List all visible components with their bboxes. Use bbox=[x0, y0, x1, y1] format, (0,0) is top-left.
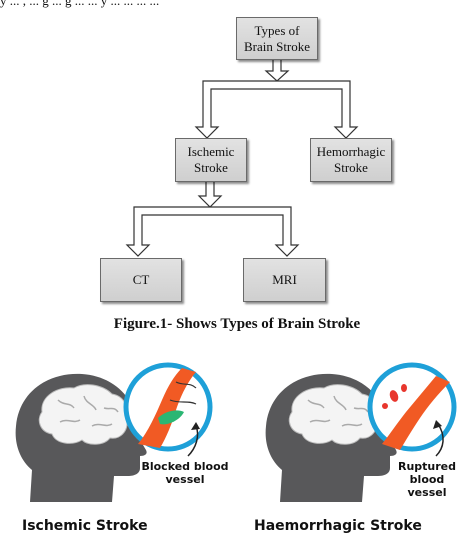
box-types-of-brain-stroke: Types of Brain Stroke bbox=[236, 17, 318, 60]
box-mri: MRI bbox=[243, 258, 326, 302]
blood-drops-icon bbox=[382, 384, 407, 409]
brain-icon bbox=[38, 384, 128, 445]
arrow-ischemic-down bbox=[197, 180, 223, 208]
clot-icon bbox=[158, 410, 184, 425]
header-fragment: y ... , ... g ... g ... ... y ... ... ..… bbox=[0, 0, 160, 8]
connector-root-left bbox=[194, 80, 359, 139]
blocked-vessel-callout: Blocked blood vessel bbox=[141, 460, 229, 486]
figure-caption: Figure.1- Shows Types of Brain Stroke bbox=[113, 316, 361, 332]
haemorrhagic-illustration bbox=[265, 362, 457, 502]
flowchart-connectors bbox=[125, 57, 359, 257]
connector-ct-mri bbox=[125, 206, 300, 257]
ischemic-illustration bbox=[15, 362, 213, 502]
blood-vessel-icon bbox=[382, 376, 450, 450]
box-ischemic-stroke: Ischemic Stroke bbox=[175, 138, 247, 182]
haemorrhagic-stroke-label: Haemorrhagic Stroke bbox=[254, 518, 422, 534]
brain-icon bbox=[288, 384, 378, 445]
box-ct: CT bbox=[100, 258, 182, 302]
ischemic-stroke-label: Ischemic Stroke bbox=[22, 518, 148, 534]
blood-vessel-icon bbox=[138, 368, 196, 448]
ruptured-vessel-callout: Ruptured blood vessel bbox=[397, 460, 457, 499]
pointer-arrow-icon bbox=[435, 423, 444, 457]
box-hemorrhagic-stroke: Hemorrhagic Stroke bbox=[310, 138, 392, 182]
arrow-root-down bbox=[264, 57, 290, 82]
